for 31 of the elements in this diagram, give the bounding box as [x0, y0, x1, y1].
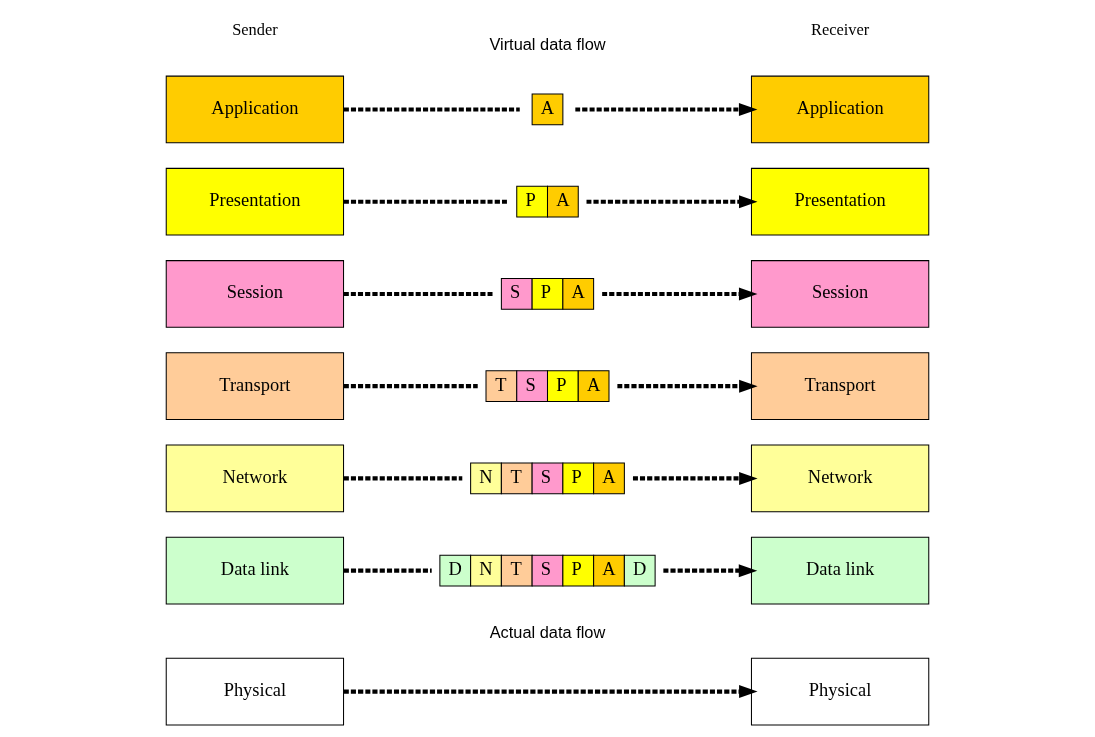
label: Actual data flow	[489, 622, 606, 641]
connector	[343, 106, 520, 111]
node-box: Network	[750, 444, 930, 512]
node-box: Session	[165, 259, 345, 328]
label: Virtual data flow	[489, 34, 606, 53]
arrow	[575, 102, 758, 116]
arrow	[632, 471, 758, 485]
node-box: Session	[750, 259, 930, 328]
node-box: Network	[165, 444, 345, 512]
node-box: Presentation	[750, 167, 930, 235]
connector	[343, 383, 478, 388]
node-box: Transport	[750, 351, 930, 420]
node-box: Transport	[165, 351, 345, 420]
node-box: Physical	[750, 657, 930, 725]
node-box: Application	[165, 75, 345, 143]
node-box: Data link	[750, 536, 930, 604]
connector	[343, 475, 463, 480]
connector	[343, 199, 509, 204]
arrow	[663, 563, 758, 577]
arrow	[602, 286, 758, 300]
node-box: Presentation	[165, 167, 345, 235]
arrow	[617, 379, 758, 393]
arrow	[343, 684, 758, 698]
arrow	[586, 194, 758, 208]
connector	[343, 291, 493, 296]
node-box: Data link	[165, 536, 345, 604]
label: Sender	[232, 19, 278, 39]
connector	[343, 568, 432, 573]
label: Receiver	[811, 19, 870, 39]
node-box: Physical	[165, 657, 345, 725]
node-box: Application	[750, 75, 930, 143]
